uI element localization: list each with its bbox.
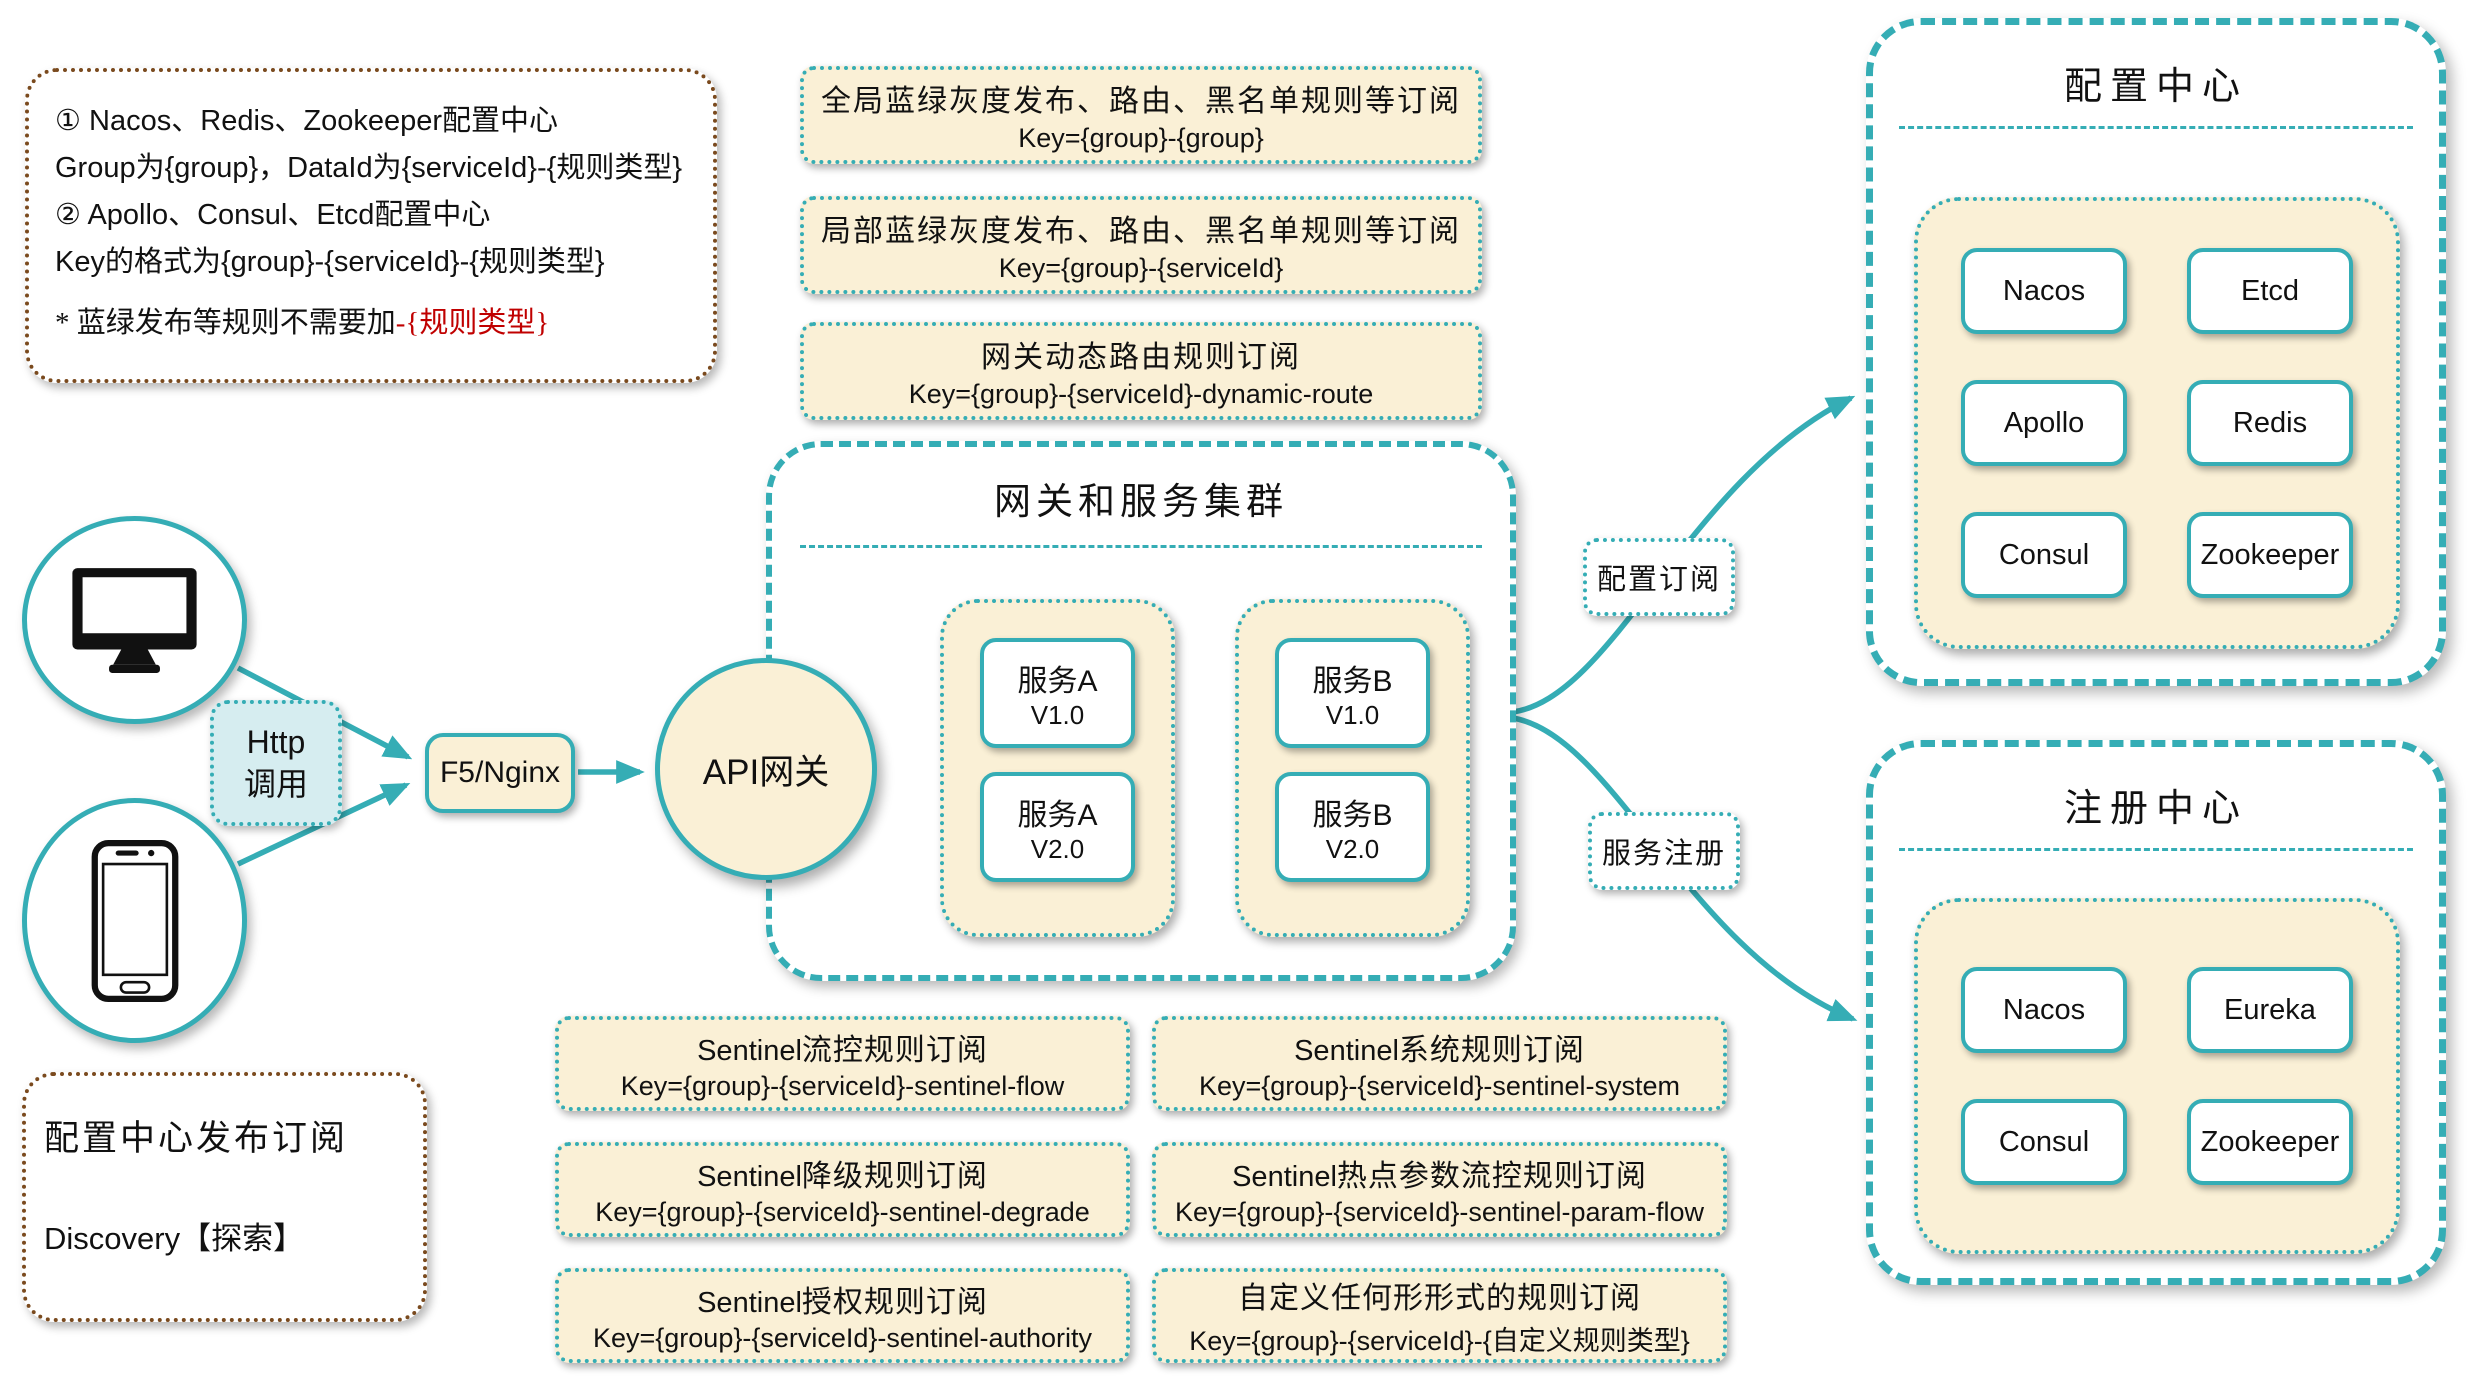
- sentinel-key: Key={group}-{serviceId}-sentinel-authori…: [592, 1323, 1093, 1353]
- registry-center-box: 注册中心 Nacos Eureka Consul Zookeeper: [1866, 740, 2446, 1285]
- config-key-note: ① Nacos、Redis、Zookeeper配置中心 Group为{group…: [25, 68, 717, 383]
- discovery-note-subtitle: Discovery【探索】: [44, 1221, 305, 1256]
- subscription-key: Key={group}-{serviceId}-dynamic-route: [908, 379, 1374, 409]
- sentinel-flow-box: Sentinel流控规则订阅 Key={group}-{serviceId}-s…: [555, 1016, 1130, 1111]
- sentinel-title-zh: 降级规则订阅: [801, 1160, 988, 1193]
- sentinel-degrade-box: Sentinel降级规则订阅 Key={group}-{serviceId}-s…: [555, 1142, 1130, 1237]
- note-line: Key的格式为{group}-{serviceId}-{规则类型}: [55, 246, 605, 278]
- desktop-client-node: [22, 516, 247, 724]
- service-name: 服务A: [1017, 664, 1098, 698]
- gateway-cluster-box: 网关和服务集群 服务A V1.0 服务A V2.0 服务B V1.0 服务B V…: [766, 441, 1516, 981]
- registry-tech-nacos: Nacos: [1961, 967, 2127, 1053]
- config-center-box: 配置中心 Nacos Etcd Apollo Redis Consul Zook…: [1866, 18, 2446, 686]
- title-separator: [1899, 848, 2413, 851]
- config-subscribe-label: 配置订阅: [1583, 538, 1735, 616]
- note-line: ① Nacos、Redis、Zookeeper配置中心: [55, 105, 559, 137]
- http-call-line2: 调用: [243, 766, 308, 802]
- note-line: Group为{group}，DataId为{serviceId}-{规则类型}: [55, 152, 683, 184]
- service-version: V1.0: [1325, 699, 1380, 730]
- subscription-title: 全局蓝绿灰度发布、路由、黑名单规则等订阅: [821, 85, 1461, 118]
- subscription-key: Key={group}-{group}: [1018, 123, 1264, 153]
- sentinel-title-zh: 流控规则订阅: [801, 1034, 988, 1067]
- sentinel-key: Key={group}-{serviceId}-{自定义规则类型}: [1189, 1326, 1690, 1356]
- sentinel-key: Key={group}-{serviceId}-sentinel-system: [1198, 1071, 1680, 1101]
- mobile-client-node: [22, 798, 247, 1043]
- registry-tech-zookeeper: Zookeeper: [2187, 1099, 2353, 1185]
- service-b-cluster: 服务B V1.0 服务B V2.0: [1235, 599, 1470, 937]
- sentinel-title: 自定义任何形形式的规则订阅: [1238, 1273, 1641, 1317]
- note-line: ② Apollo、Consul、Etcd配置中心: [55, 199, 491, 231]
- http-call-label: Http 调用: [210, 700, 342, 826]
- gateway-cluster-title: 网关和服务集群: [994, 482, 1288, 523]
- service-node: 服务A V2.0: [980, 772, 1135, 882]
- sentinel-system-box: Sentinel系统规则订阅 Key={group}-{serviceId}-s…: [1152, 1016, 1727, 1111]
- f5-nginx-node: F5/Nginx: [425, 733, 575, 813]
- sentinel-title-latin: Sentinel: [697, 1161, 802, 1193]
- sentinel-title-zh: 授权规则订阅: [801, 1286, 988, 1319]
- title-separator: [800, 545, 1482, 548]
- sentinel-title-latin: Sentinel: [697, 1035, 802, 1067]
- discovery-note-title: 配置中心发布订阅: [44, 1119, 349, 1158]
- service-register-label: 服务注册: [1588, 812, 1740, 890]
- registry-center-group: Nacos Eureka Consul Zookeeper: [1914, 898, 2400, 1254]
- service-name: 服务B: [1312, 798, 1393, 832]
- config-tech-apollo: Apollo: [1961, 380, 2127, 466]
- sentinel-title-zh: 系统规则订阅: [1398, 1034, 1585, 1067]
- sentinel-title-zh: 热点参数流控规则订阅: [1336, 1160, 1647, 1193]
- sentinel-title: Sentinel热点参数流控规则订阅: [1232, 1151, 1647, 1195]
- api-gateway-node: API网关: [655, 658, 877, 880]
- sentinel-title: Sentinel流控规则订阅: [697, 1025, 988, 1069]
- sentinel-title-latin: Sentinel: [1294, 1035, 1399, 1067]
- sentinel-title: Sentinel系统规则订阅: [1294, 1025, 1585, 1069]
- sentinel-authority-box: Sentinel授权规则订阅 Key={group}-{serviceId}-s…: [555, 1268, 1130, 1363]
- subscription-box-dynamic-route: 网关动态路由规则订阅 Key={group}-{serviceId}-dynam…: [800, 322, 1482, 420]
- note-footnote: * 蓝绿发布等规则不需要加-{规则类型}: [55, 300, 687, 347]
- sentinel-title: Sentinel授权规则订阅: [697, 1277, 988, 1321]
- subscription-title: 网关动态路由规则订阅: [981, 341, 1301, 374]
- sentinel-key: Key={group}-{serviceId}-sentinel-param-f…: [1174, 1197, 1705, 1227]
- service-version: V2.0: [1325, 833, 1380, 864]
- f5-nginx-label: F5/Nginx: [439, 756, 561, 789]
- service-register-text: 服务注册: [1601, 838, 1726, 870]
- service-node: 服务A V1.0: [980, 638, 1135, 748]
- subscription-title: 局部蓝绿灰度发布、路由、黑名单规则等订阅: [821, 215, 1461, 248]
- service-name: 服务B: [1312, 664, 1393, 698]
- config-tech-consul: Consul: [1961, 512, 2127, 598]
- registry-tech-consul: Consul: [1961, 1099, 2127, 1185]
- config-tech-redis: Redis: [2187, 380, 2353, 466]
- sentinel-title-latin: Sentinel: [697, 1287, 802, 1319]
- sentinel-title-latin: Sentinel: [1232, 1161, 1337, 1193]
- config-center-title: 配置中心: [2063, 66, 2248, 108]
- sentinel-title-zh: 自定义任何形形式的规则订阅: [1238, 1282, 1641, 1315]
- discovery-note: 配置中心发布订阅 Discovery【探索】: [22, 1072, 427, 1322]
- subscription-box-global: 全局蓝绿灰度发布、路由、黑名单规则等订阅 Key={group}-{group}: [800, 66, 1482, 164]
- sentinel-key: Key={group}-{serviceId}-sentinel-flow: [620, 1071, 1065, 1101]
- service-node: 服务B V1.0: [1275, 638, 1430, 748]
- config-tech-zookeeper: Zookeeper: [2187, 512, 2353, 598]
- desktop-monitor-icon: [72, 568, 197, 673]
- service-node: 服务B V2.0: [1275, 772, 1430, 882]
- note-footnote-black: * 蓝绿发布等规则不需要加: [55, 307, 396, 339]
- config-tech-nacos: Nacos: [1961, 248, 2127, 334]
- note-footnote-red: -{规则类型}: [395, 307, 550, 339]
- api-gateway-label: API网关: [702, 752, 830, 792]
- subscription-box-partial: 局部蓝绿灰度发布、路由、黑名单规则等订阅 Key={group}-{servic…: [800, 196, 1482, 294]
- service-name: 服务A: [1017, 798, 1098, 832]
- title-separator: [1899, 126, 2413, 129]
- subscription-key: Key={group}-{serviceId}: [998, 253, 1284, 283]
- service-a-cluster: 服务A V1.0 服务A V2.0: [940, 599, 1175, 937]
- sentinel-title: Sentinel降级规则订阅: [697, 1151, 988, 1195]
- config-center-group: Nacos Etcd Apollo Redis Consul Zookeeper: [1914, 197, 2400, 649]
- smartphone-icon: [91, 839, 178, 1002]
- registry-center-title: 注册中心: [2063, 788, 2248, 830]
- registry-tech-eureka: Eureka: [2187, 967, 2353, 1053]
- sentinel-key: Key={group}-{serviceId}-sentinel-degrade: [595, 1197, 1090, 1227]
- config-tech-etcd: Etcd: [2187, 248, 2353, 334]
- config-subscribe-text: 配置订阅: [1596, 564, 1721, 596]
- sentinel-param-flow-box: Sentinel热点参数流控规则订阅 Key={group}-{serviceI…: [1152, 1142, 1727, 1237]
- custom-rule-box: 自定义任何形形式的规则订阅 Key={group}-{serviceId}-{自…: [1152, 1268, 1727, 1363]
- service-version: V2.0: [1030, 833, 1085, 864]
- service-version: V1.0: [1030, 699, 1085, 730]
- http-call-line1: Http: [246, 724, 306, 760]
